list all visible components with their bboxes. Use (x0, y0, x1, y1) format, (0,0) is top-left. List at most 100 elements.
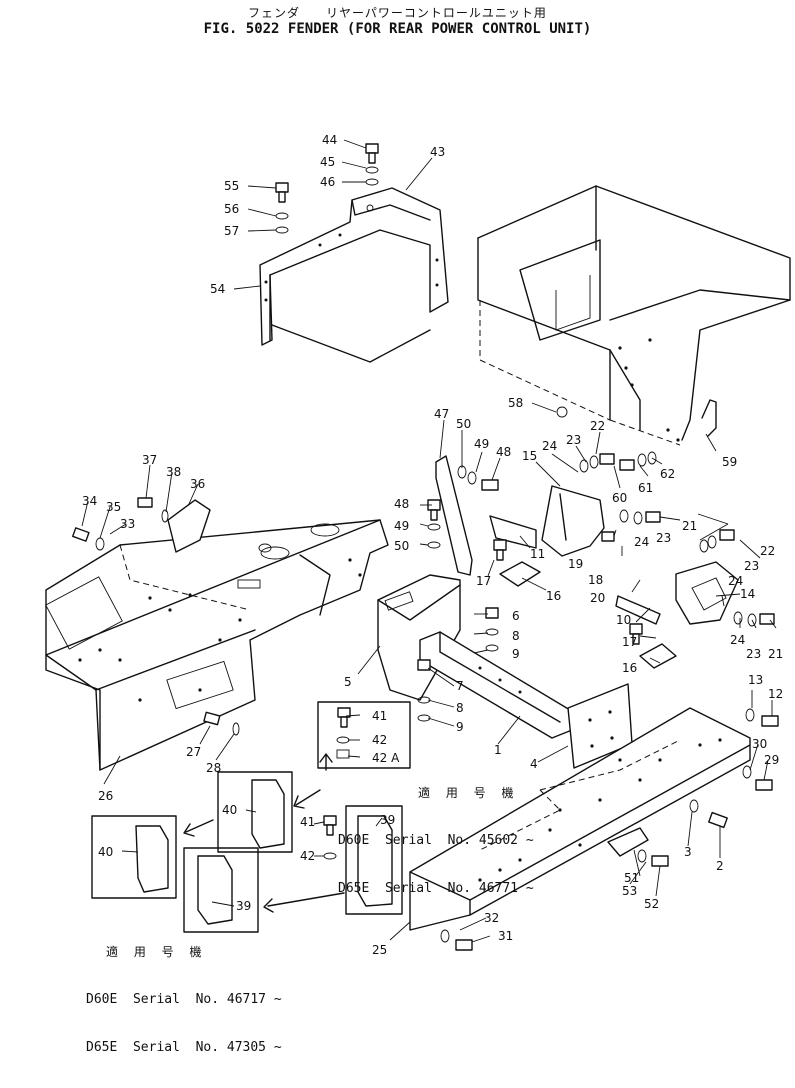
callout-48b: 48 (394, 497, 409, 511)
fastener-stacks (417, 406, 775, 722)
callout-46: 46 (320, 175, 335, 189)
callout-25: 25 (372, 943, 387, 957)
callout-39: 39 (380, 813, 395, 827)
serial-note-lower-line1: D60E Serial No. 46717 ~ (86, 992, 282, 1007)
callout-56: 56 (224, 202, 239, 216)
callout-9b: 9 (456, 720, 464, 734)
callout-9: 9 (512, 647, 520, 661)
upper-fender (259, 143, 449, 363)
callout-17: 17 (476, 574, 491, 588)
callout-14: 14 (740, 587, 755, 601)
callout-32: 32 (484, 911, 499, 925)
callout-24d: 24 (730, 633, 745, 647)
callout-50b: 50 (394, 539, 409, 553)
callout-48: 48 (496, 445, 511, 459)
callout-35: 35 (106, 500, 121, 514)
callout-16: 16 (546, 589, 561, 603)
callout-11: 11 (530, 547, 545, 561)
callout-22b: 22 (760, 544, 775, 558)
callout-36: 36 (190, 477, 205, 491)
callout-52: 52 (644, 897, 659, 911)
callout-5: 5 (344, 675, 352, 689)
callout-8b: 8 (456, 701, 464, 715)
callout-2: 2 (716, 859, 724, 873)
right-brackets (489, 485, 739, 669)
callout-42a: 42 A (372, 751, 400, 765)
callout-23: 23 (566, 433, 581, 447)
callout-24: 24 (542, 439, 557, 453)
callout-10: 10 (616, 613, 631, 627)
callout-58: 58 (508, 396, 523, 410)
callout-49: 49 (474, 437, 489, 451)
serial-note-lower-heading: 適 用 号 機 (106, 945, 208, 959)
serial-note-lower: 適 用 号 機 D60E Serial No. 46717 ~ D65E Ser… (86, 912, 282, 1088)
callout-40: 40 (98, 845, 113, 859)
leader-lines (81, 139, 777, 943)
callout-50: 50 (456, 417, 471, 431)
callout-24c: 24 (728, 574, 743, 588)
callout-42: 42 (372, 733, 387, 747)
inset-detail-boxes (91, 701, 411, 933)
callout-41b: 41 (300, 815, 315, 829)
callout-42b: 42 (300, 849, 315, 863)
callout-23c: 23 (744, 559, 759, 573)
left-fender-26 (45, 497, 389, 771)
title-english: FIG. 5022 FENDER (FOR REAR POWER CONTROL… (203, 21, 592, 37)
center-brackets (377, 455, 633, 769)
callout-61: 61 (638, 481, 653, 495)
callout-labels: 44 45 46 43 55 56 57 54 58 59 47 50 49 4… (82, 133, 783, 957)
callout-23d: 23 (746, 647, 761, 661)
callout-13: 13 (748, 673, 763, 687)
callout-38: 38 (166, 465, 181, 479)
serial-note-upper-heading: 適 用 号 機 (418, 786, 520, 800)
callout-16b: 16 (622, 661, 637, 675)
callout-6: 6 (512, 609, 520, 623)
callout-21b: 21 (768, 647, 783, 661)
callout-24b: 24 (634, 535, 649, 549)
callout-17b: 17 (622, 635, 637, 649)
right-fender-25 (409, 707, 779, 951)
callout-54: 54 (210, 282, 225, 296)
rear-tank-context (477, 185, 791, 446)
callout-53: 53 (622, 884, 637, 898)
callout-20: 20 (590, 591, 605, 605)
callout-12: 12 (768, 687, 783, 701)
diagram-stage: フェンダ リヤーパワーコントロールユニット用 FIG. 5022 FENDER … (45, 6, 791, 1055)
callout-31: 31 (498, 929, 513, 943)
exploded-parts-drawing: 44 45 46 43 55 56 57 54 58 59 47 50 49 4… (45, 133, 791, 957)
callout-8: 8 (512, 629, 520, 643)
serial-note-upper-line2: D65E Serial No. 46771 ~ (338, 881, 534, 896)
callout-43: 43 (430, 145, 445, 159)
callout-59: 59 (722, 455, 737, 469)
callout-51: 51 (624, 871, 639, 885)
callout-47: 47 (434, 407, 449, 421)
callout-26: 26 (98, 789, 113, 803)
callout-28: 28 (206, 761, 221, 775)
callout-49b: 49 (394, 519, 409, 533)
serial-note-lower-line2: D65E Serial No. 47305 ~ (86, 1040, 282, 1055)
callout-27: 27 (186, 745, 201, 759)
callout-55: 55 (224, 179, 239, 193)
callout-57: 57 (224, 224, 239, 238)
callout-45: 45 (320, 155, 335, 169)
callout-33: 33 (120, 517, 135, 531)
callout-30: 30 (752, 737, 767, 751)
callout-18: 18 (588, 573, 603, 587)
callout-7: 7 (456, 679, 464, 693)
callout-23b: 23 (656, 531, 671, 545)
title-japanese: フェンダ リヤーパワーコントロールユニット用 (248, 6, 547, 20)
callout-4: 4 (530, 757, 538, 771)
serial-note-upper-line1: D60E Serial No. 45602 ~ (338, 833, 534, 848)
callout-39b: 39 (236, 899, 251, 913)
callout-40b: 40 (222, 803, 237, 817)
callout-62: 62 (660, 467, 675, 481)
callout-37: 37 (142, 453, 157, 467)
callout-21: 21 (682, 519, 697, 533)
callout-44: 44 (322, 133, 337, 147)
callout-29: 29 (764, 753, 779, 767)
callout-15: 15 (522, 449, 537, 463)
callout-19: 19 (568, 557, 583, 571)
callout-1: 1 (494, 743, 502, 757)
serial-note-upper: 適 用 号 機 D60E Serial No. 45602 ~ D65E Ser… (338, 753, 534, 929)
callout-3: 3 (684, 845, 692, 859)
